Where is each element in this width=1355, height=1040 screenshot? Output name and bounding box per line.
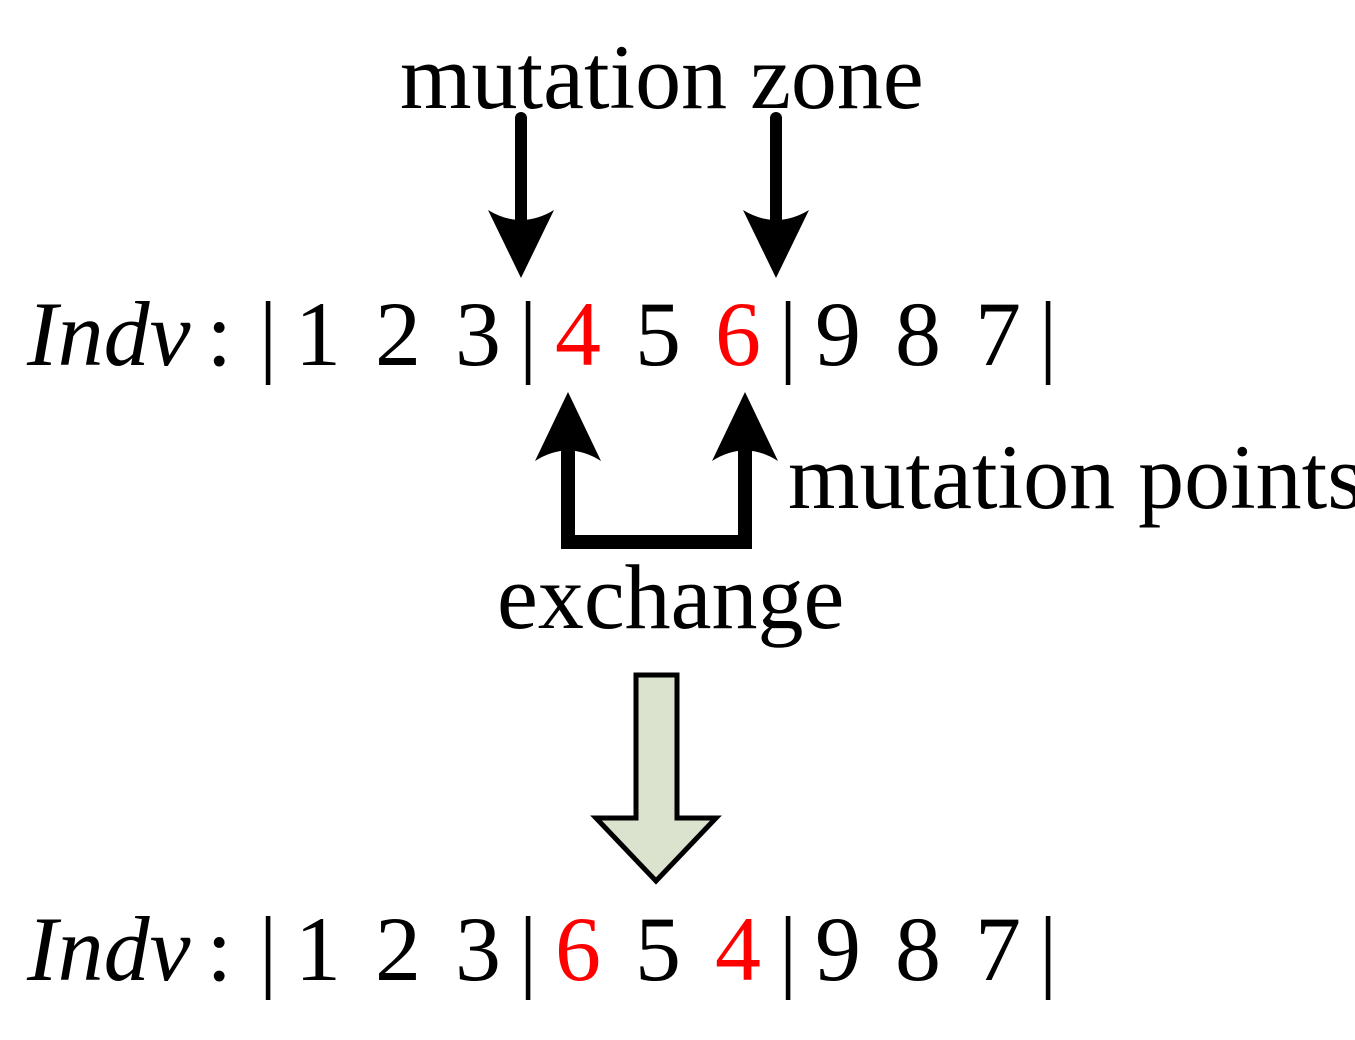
mutation-zone-arrow-right-icon [743, 112, 809, 278]
segment-separator: | [1038, 898, 1058, 1000]
segment-separator: | [778, 283, 798, 385]
gene-value: 9 [815, 283, 862, 385]
gene-value-mutated: 4 [715, 898, 762, 1000]
gene-value: 2 [375, 283, 422, 385]
colon: : [206, 898, 233, 1000]
gene-value: 3 [455, 898, 502, 1000]
gene-value-mutated: 4 [555, 283, 602, 385]
segment-separator: | [258, 283, 278, 385]
gene-value: 1 [295, 898, 342, 1000]
exchange-result-arrow-icon [590, 672, 722, 885]
gene-value: 7 [975, 898, 1022, 1000]
gene-value: 5 [635, 283, 682, 385]
gene-value-mutated: 6 [555, 898, 602, 1000]
segment-separator: | [1038, 283, 1058, 385]
segment-separator: | [518, 283, 538, 385]
individual-label: Indv [27, 898, 191, 1000]
gene-value: 1 [295, 283, 342, 385]
gene-value: 9 [815, 898, 862, 1000]
segment-separator: | [518, 898, 538, 1000]
individual-label: Indv [27, 283, 191, 385]
mutation-points-label: mutation points [788, 426, 1355, 528]
exchange-label: exchange [497, 546, 845, 648]
colon: : [206, 283, 233, 385]
segment-separator: | [258, 898, 278, 1000]
gene-value: 7 [975, 283, 1022, 385]
segment-separator: | [778, 898, 798, 1000]
gene-value: 8 [895, 898, 942, 1000]
mutation-zone-label: mutation zone [400, 26, 924, 128]
gene-value: 5 [635, 898, 682, 1000]
gene-value: 3 [455, 283, 502, 385]
mutation-zone-arrow-left-icon [488, 112, 554, 278]
gene-value-mutated: 6 [715, 283, 762, 385]
gene-value: 8 [895, 283, 942, 385]
mutation-points-bracket-icon [535, 392, 778, 549]
gene-value: 2 [375, 898, 422, 1000]
